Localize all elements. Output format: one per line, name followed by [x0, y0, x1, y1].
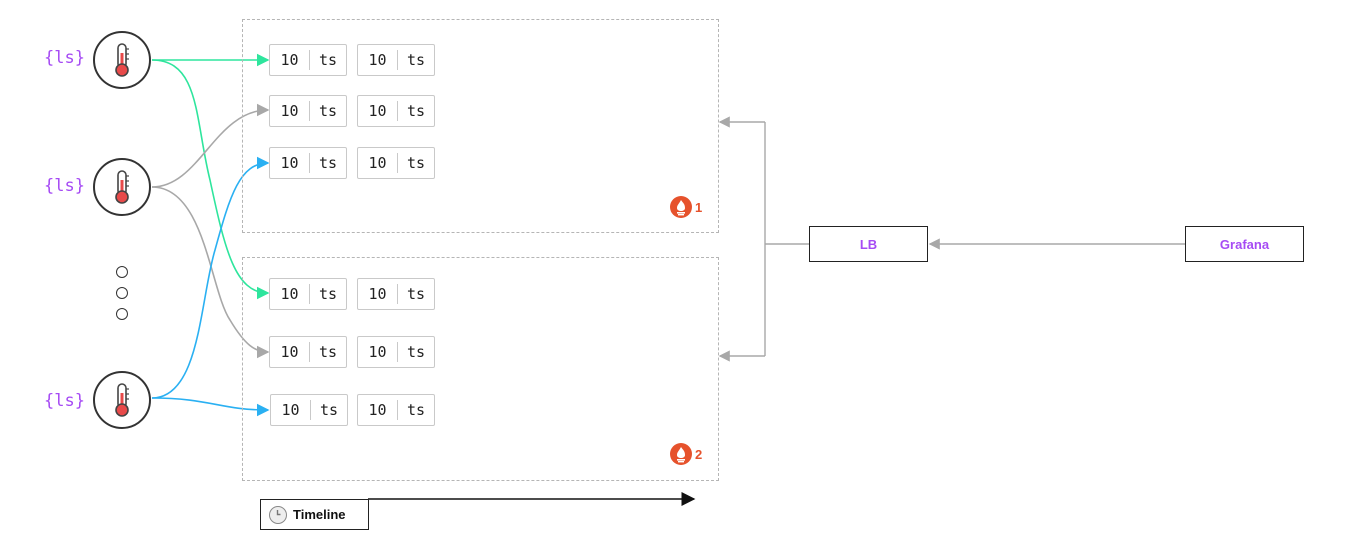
- ellipsis-dot: [116, 308, 128, 320]
- sample-cell: 10 ts: [357, 278, 435, 310]
- sample-cell: 10 ts: [269, 278, 347, 310]
- thermometer-sensor-2: [93, 158, 151, 216]
- sample-value: 10: [358, 400, 398, 420]
- sample-cell: 10 ts: [357, 394, 435, 426]
- edge-s2-g1: [151, 103, 270, 188]
- sample-value: 10: [270, 153, 310, 173]
- edge-s3-g2: [151, 397, 270, 417]
- prometheus-badge-2: 2: [670, 443, 702, 465]
- timeline-label-box: Timeline: [260, 499, 369, 530]
- sample-ts: ts: [318, 285, 338, 303]
- sample-ts: ts: [406, 343, 426, 361]
- sample-value: 10: [358, 50, 398, 70]
- sample-ts: ts: [318, 51, 338, 69]
- prometheus-badge-1: 1: [670, 196, 702, 218]
- thermometer-sensor-3: [93, 371, 151, 429]
- edge-lb-groups: [764, 122, 810, 356]
- edge-s3-g1: [151, 156, 270, 399]
- sample-ts: ts: [406, 401, 426, 419]
- thermometer-sensor-1: [93, 31, 151, 89]
- sample-cell: 10 ts: [357, 95, 435, 127]
- sample-cell: 10 ts: [269, 95, 347, 127]
- edge-s2-g2: [151, 186, 270, 359]
- prometheus-icon: [670, 443, 692, 465]
- sample-value: 10: [270, 342, 310, 362]
- clock-icon: [269, 505, 287, 524]
- prometheus-icon: [670, 196, 692, 218]
- sample-ts: ts: [319, 401, 339, 419]
- sample-value: 10: [270, 101, 310, 121]
- load-balancer-node: LB: [809, 226, 928, 262]
- prometheus-instance-1: [242, 19, 719, 233]
- sample-ts: ts: [406, 285, 426, 303]
- sample-ts: ts: [318, 154, 338, 172]
- ellipsis-dot: [116, 266, 128, 278]
- sample-ts: ts: [406, 102, 426, 120]
- sample-cell: 10 ts: [357, 44, 435, 76]
- sample-cell: 10 ts: [357, 336, 435, 368]
- thermometer-icon: [115, 43, 129, 77]
- sample-ts: ts: [406, 154, 426, 172]
- prometheus-number-2: 2: [695, 446, 703, 462]
- sample-cell: 10 ts: [269, 44, 347, 76]
- sample-value: 10: [271, 400, 311, 420]
- prometheus-number-1: 1: [695, 199, 703, 215]
- sample-ts: ts: [318, 343, 338, 361]
- sample-cell: 10 ts: [269, 147, 347, 179]
- timeline-label: Timeline: [293, 507, 346, 522]
- thermometer-icon: [115, 170, 129, 204]
- sample-value: 10: [270, 50, 310, 70]
- sample-ts: ts: [406, 51, 426, 69]
- sample-value: 10: [358, 101, 398, 121]
- source-label-1: {ls}: [44, 48, 85, 68]
- sample-value: 10: [270, 284, 310, 304]
- sample-cell: 10 ts: [357, 147, 435, 179]
- sample-ts: ts: [318, 102, 338, 120]
- source-label-2: {ls}: [44, 176, 85, 196]
- source-label-3: {ls}: [44, 391, 85, 411]
- grafana-node: Grafana: [1185, 226, 1304, 262]
- sample-cell: 10 ts: [269, 336, 347, 368]
- sample-value: 10: [358, 153, 398, 173]
- sample-value: 10: [358, 284, 398, 304]
- sample-value: 10: [358, 342, 398, 362]
- sample-cell: 10 ts: [270, 394, 348, 426]
- prometheus-instance-2: [242, 257, 719, 481]
- ellipsis-dot: [116, 287, 128, 299]
- thermometer-icon: [115, 383, 129, 417]
